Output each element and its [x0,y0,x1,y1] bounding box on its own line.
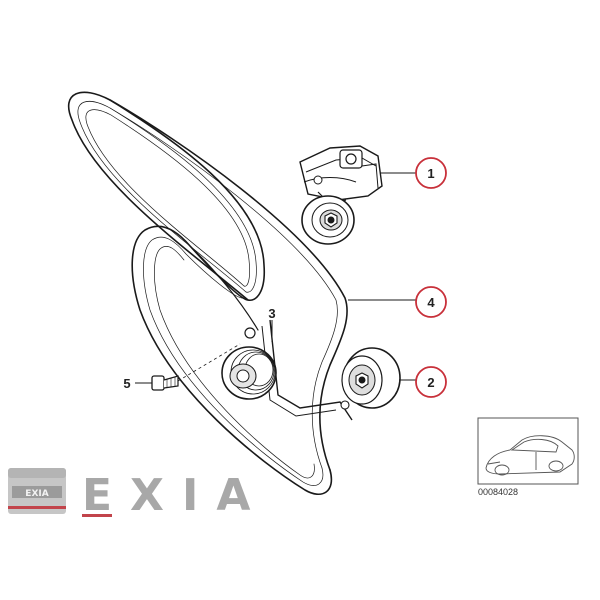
callout-4: 4 [415,286,447,318]
exia-watermark-logo: EXIA EXIA [8,468,268,521]
callout-2-label: 2 [427,375,434,390]
deflection-pulley [341,347,401,409]
callout-2: 2 [415,366,447,398]
leader-lines [135,172,416,384]
callout-1: 1 [415,157,447,189]
reference-number: 00084028 [478,487,518,497]
callout-3-label: 3 [268,306,275,321]
logo-badge-text: EXIA [25,489,48,499]
idler-pulley-with-bracket [221,319,353,421]
highlight-circle [415,157,447,189]
callout-5-label: 5 [123,376,130,391]
vehicle-reference-thumbnail: 00084028 [477,417,579,497]
callout-1-label: 1 [427,166,434,181]
logo-letters: EXIA [82,470,268,521]
bolt-axis-dashed-line [177,343,241,382]
belt-tensioner-assembly [299,145,383,245]
car-outline-icon [485,435,575,476]
highlight-circle [415,366,447,398]
drive-belt [67,91,348,495]
callout-4-label: 4 [427,295,435,310]
highlight-circle [415,286,447,318]
hex-bolt [151,375,179,391]
